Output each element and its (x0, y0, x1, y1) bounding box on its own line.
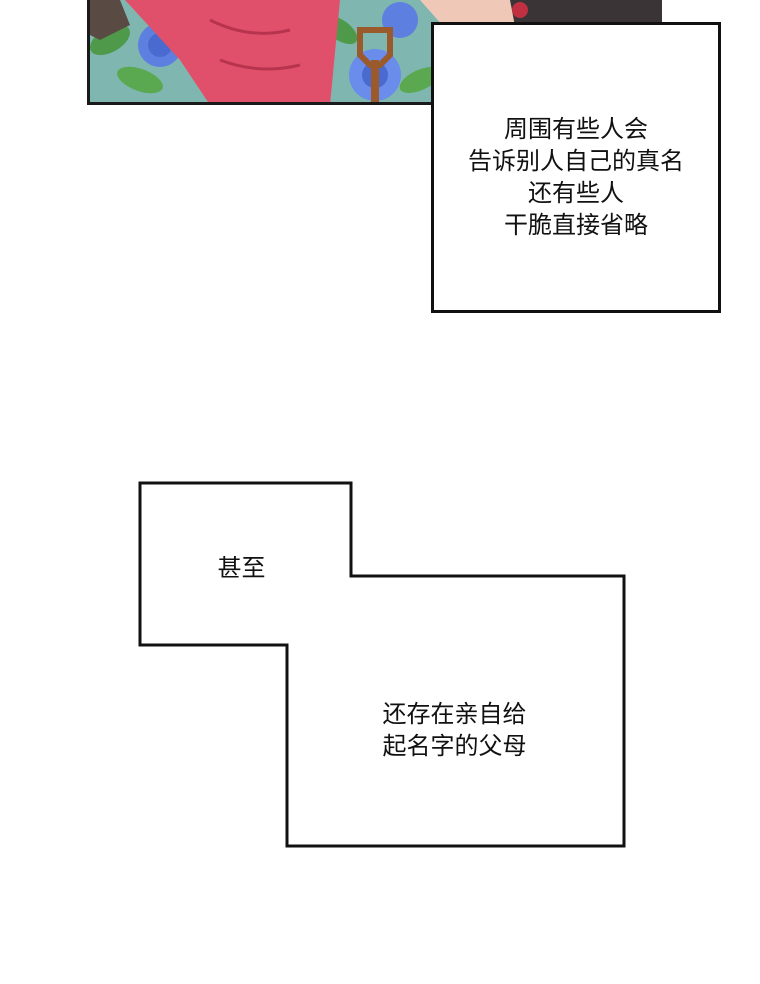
caption-box-1: 周围有些人会 告诉别人自己的真名 还有些人 干脆直接省略 (431, 22, 721, 313)
caption-line: 还有些人 (528, 179, 624, 207)
caption-line: 周围有些人会 (504, 115, 648, 143)
caption-line: 还存在亲自给 (382, 700, 527, 728)
caption-line: 起名字的父母 (382, 732, 527, 760)
caption-line: 告诉别人自己的真名 (468, 147, 684, 175)
caption-box-2-lower-text: 还存在亲自给 起名字的父母 (287, 698, 622, 762)
caption-box-2-upper-text: 甚至 (217, 554, 266, 582)
caption-line: 干脆直接省略 (504, 211, 648, 239)
caption-box-1-text: 周围有些人会 告诉别人自己的真名 还有些人 干脆直接省略 (434, 113, 718, 241)
